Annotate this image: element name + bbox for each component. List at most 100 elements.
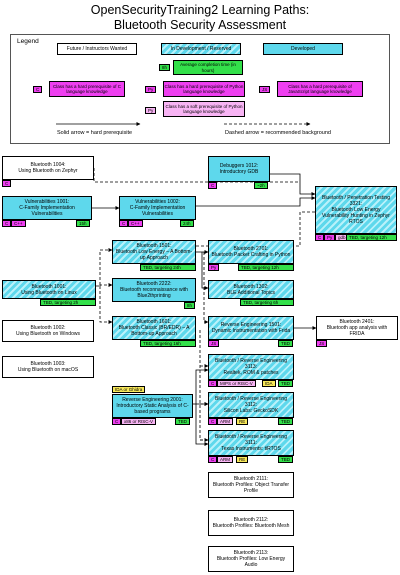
node-re3112-hours: TBD <box>278 418 293 425</box>
legend: Legend Future / Instructors Wanted In De… <box>10 34 390 144</box>
node-bt2401-title: Bluetooth 2401: <box>339 319 375 325</box>
node-vuln1002-c-tag: C <box>119 220 129 227</box>
node-bt1001: Bluetooth 1001: Using Bluetooth on Linux <box>2 280 96 299</box>
legend-title: Legend <box>17 38 39 45</box>
node-bt2701: Bluetooth 2701: Bluetooth Packet Craftin… <box>208 240 294 264</box>
legend-c-tag: C <box>33 86 43 93</box>
node-re3111-c-tag: C <box>208 456 218 463</box>
node-bt1003: Bluetooth 1003: Using Bluetooth on macOS <box>2 356 94 378</box>
node-re3111-hours: TBD <box>278 456 293 463</box>
node-dbg1012-sub: Introductory GDB <box>219 169 259 175</box>
legend-py-soft-desc: Class has a soft prerequisite of Python … <box>163 101 245 117</box>
node-vuln1001-sub: C-Family Implementation Vulnerabilities <box>19 205 75 217</box>
node-bt1302: Bluetooth 1302: BLE Additional Topics <box>208 280 294 299</box>
node-bt1501-title: Bluetooth 1501: <box>136 243 172 249</box>
node-re1501-sub: Dynamic Instrumentation with Frida <box>211 328 291 334</box>
node-bt2113-sub: Bluetooth Profiles: Low Energy Audio <box>216 556 286 568</box>
node-vuln1001-c-tag: C <box>2 220 12 227</box>
node-bt2111-title: Bluetooth 2111: <box>233 476 269 482</box>
node-bt2113-title: Bluetooth 2113: <box>233 550 269 556</box>
node-bt1004-c-tag: C <box>2 180 12 187</box>
legend-c-desc: Class has a hard prerequisite of C langu… <box>49 81 125 97</box>
node-re2001-c-tag: C <box>112 418 122 425</box>
node-bt2112: Bluetooth 2112: Bluetooth Profiles: Blue… <box>208 510 294 536</box>
legend-hours-desc: Average completion time (in hours) <box>173 60 243 75</box>
node-bt3321-c-tag: C <box>315 234 325 241</box>
node-bt2701-py-tag: Py <box>208 264 220 271</box>
node-bt1004: Bluetooth 1004: Using Bluetooth on Zephy… <box>2 156 94 180</box>
node-vuln1002-title: Vulnerabilities 1002: <box>135 199 180 205</box>
legend-hours-tag: 8h <box>159 64 171 71</box>
node-bt1601-sub: Bluetooth Classic (BR/EDR) – A Bottom-up… <box>118 325 190 337</box>
node-re3113-arch-tag: MIPS or RISC-V <box>217 380 256 387</box>
node-dbg1012-hours: ~2h <box>254 182 268 189</box>
node-bt2701-sub: Bluetooth Packet Crafting in Python <box>211 252 291 258</box>
node-re3112-arm-tag: ARM <box>217 418 233 425</box>
node-vuln1002: Vulnerabilities 1002: C-Family Implement… <box>119 196 196 220</box>
node-vuln1001-title: Vulnerabilities 1001: <box>24 199 70 205</box>
node-bt1002-title: Bluetooth 1002: <box>30 325 66 331</box>
node-re3113-c-tag: C <box>208 380 218 387</box>
node-bt1004-sub: Using Bluetooth on Zephyr <box>18 168 78 174</box>
node-bt1501-status: TBD, targeting 24h <box>140 264 196 271</box>
node-bt3321-title: Bluetooth / Penetration Testing 3321: <box>321 195 390 207</box>
node-re3112-re-tag: RE <box>236 418 249 425</box>
node-bt1601-status: TBD, targeting 16h <box>140 340 196 347</box>
node-re1501-title: Reverse Engineering 1501: <box>220 322 282 328</box>
node-re2001-pre-tag: IDA or Ghidra <box>112 386 146 393</box>
node-re3111: Bluetooth / Reverse Engineering 3111: Te… <box>208 430 294 456</box>
node-bt2112-sub: Bluetooth Profiles: Bluetooth Mesh <box>212 523 290 529</box>
legend-solid-desc: Solid arrow = hard prerequisite <box>57 130 133 136</box>
node-re1501-js-tag: JS <box>208 340 220 347</box>
node-bt2401: Bluetooth 2401: Bluetooth app analysis w… <box>316 316 398 340</box>
legend-py-soft-tag: Py <box>145 107 157 114</box>
node-re3112-title: Bluetooth / Reverse Engineering 3112: <box>215 396 287 408</box>
node-bt1003-title: Bluetooth 1003: <box>30 361 66 367</box>
node-bt2111: Bluetooth 2111: Bluetooth Profiles: Obje… <box>208 472 294 498</box>
node-re2001-arch-tag: x86 or RISC-V <box>121 418 157 425</box>
legend-in-dev: In Development / Reserved <box>161 43 241 55</box>
legend-developed: Developed <box>263 43 343 55</box>
node-re3111-re-tag: RE <box>236 456 249 463</box>
node-re1501-hours: TBD <box>278 340 293 347</box>
node-re3112-sub: Silicon Labs: GeckoSDK <box>223 408 279 414</box>
legend-dashed-desc: Dashed arrow = recommended background <box>225 130 331 136</box>
node-re3112: Bluetooth / Reverse Engineering 3112: Si… <box>208 392 294 418</box>
node-bt2222-sub: Bluetooth reconnaissance with Blue2thpri… <box>120 287 188 299</box>
node-bt3321-sub: Bluetooth Low Energy Vulnerability Hunti… <box>322 207 390 225</box>
node-re3111-sub: Texas Instruments: tiRTOS <box>221 446 281 452</box>
node-bt3321: Bluetooth / Penetration Testing 3321: Bl… <box>315 186 397 234</box>
node-dbg1012-title: Debuggers 1012: <box>219 163 259 169</box>
node-vuln1002-sub: C-Family Implementation Vulnerabilities <box>129 205 186 217</box>
page-title: OpenSecurityTraining2 Learning Paths: <box>90 3 310 17</box>
node-re3111-arm-tag: ARM <box>217 456 233 463</box>
node-bt1501: Bluetooth 1501: Bluetooth Low Energy – A… <box>112 240 196 264</box>
node-bt1001-sub: Using Bluetooth on Linux <box>21 289 77 296</box>
node-re2001-hours: TBD <box>175 418 190 425</box>
page-subtitle: Bluetooth Security Assessment <box>113 18 287 32</box>
legend-js-desc: Class has a hard prerequisite of JavaScr… <box>277 81 363 97</box>
node-bt2222-hours: 8h <box>184 302 196 309</box>
node-re3112-c-tag: C <box>208 418 218 425</box>
node-bt3321-py-tag: Py <box>324 234 336 241</box>
node-re2001: Reverse Engineering 2001: Introductory S… <box>112 394 193 418</box>
node-bt1001-status: TBD, targeting 2h <box>40 299 96 306</box>
node-bt1601-title: Bluetooth 1601: <box>136 319 172 325</box>
node-bt1004-title: Bluetooth 1004: <box>30 162 66 168</box>
node-bt2222-title: Bluetooth 2222: <box>136 281 172 287</box>
node-bt1302-sub: BLE Additional Topics <box>227 289 275 296</box>
node-re3113-title: Bluetooth / Reverse Engineering 3113: <box>215 358 287 370</box>
node-bt2112-title: Bluetooth 2112: <box>233 517 269 523</box>
node-bt1302-status: TBD, targeting 6h <box>240 299 294 306</box>
node-bt1002: Bluetooth 1002: Using Bluetooth on Windo… <box>2 320 94 342</box>
node-dbg1012-c-tag: C <box>208 182 218 189</box>
node-bt2701-status: TBD, targeting 12h <box>238 264 294 271</box>
node-bt2111-sub: Bluetooth Profiles: Object Transfer Prof… <box>212 482 290 494</box>
node-vuln1001-hours: 15h <box>76 220 90 227</box>
node-re3113: Bluetooth / Reverse Engineering 3113: Re… <box>208 354 294 380</box>
node-bt2701-title: Bluetooth 2701: <box>233 246 269 252</box>
node-bt2113: Bluetooth 2113: Bluetooth Profiles: Low … <box>208 546 294 572</box>
node-bt1501-sub: Bluetooth Low Energy – A Bottom-up Appro… <box>115 249 193 261</box>
node-re2001-sub: Introductory Static Analysis of C-based … <box>116 403 189 415</box>
